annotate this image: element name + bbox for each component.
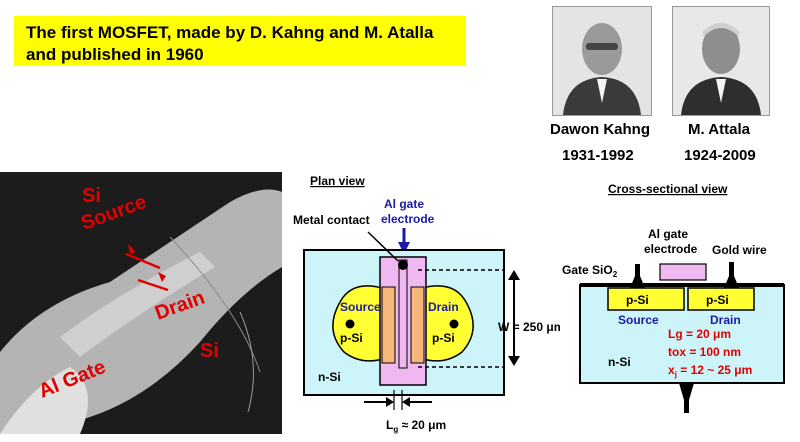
cross-drain-label: Drain: [710, 313, 741, 327]
years-kahng: 1931-1992: [562, 147, 634, 164]
metal-contact-dot: [398, 260, 408, 270]
plan-width-label: W = 250 μm: [498, 320, 560, 334]
plan-source-label: Source: [340, 300, 381, 314]
plan-source-strip: [381, 286, 396, 364]
mosfet-photo-image: Si Source Drain Si Al Gate: [0, 172, 282, 434]
plan-view-heading: Plan view: [310, 174, 365, 188]
lg-arrow-right-icon: [386, 397, 394, 407]
cross-p-si-left: p-Si: [626, 293, 649, 307]
gate-sio2-label: Gate SiO2: [562, 263, 618, 279]
gate-arrow-icon: [398, 242, 410, 254]
gold-wire-label: Gold wire: [712, 243, 767, 257]
cross-gate-label-1: Al gate: [648, 227, 688, 241]
name-atalla: M. Attala: [688, 121, 750, 138]
plan-drain-strip: [410, 286, 425, 364]
plan-view-diagram: Plan view Metal contact Al gate electrod…: [293, 174, 560, 434]
plan-n-si-label: n-Si: [318, 370, 341, 384]
cross-tox-value: tox = 100 nm: [668, 345, 741, 359]
drain-edge-line: [137, 278, 169, 292]
cross-source-label: Source: [618, 313, 659, 327]
name-kahng: Dawon Kahng: [550, 121, 650, 138]
source-edge-line: [125, 252, 161, 270]
portrait-kahng: [552, 6, 652, 116]
cross-drain-region: [687, 287, 755, 311]
plan-lg-label: Lg ≈ 20 μm: [386, 418, 446, 434]
plan-metal-contact-label: Metal contact: [293, 213, 370, 227]
portrait-atalla-image: [673, 7, 769, 115]
portrait-kahng-image: [553, 7, 651, 115]
plan-gate-label-1: Al gate: [384, 197, 424, 211]
cross-view-heading: Cross-sectional view: [608, 182, 728, 196]
cross-section-diagram: Cross-sectional view Al gate electrode G…: [562, 182, 785, 413]
drain-wire-icon: [724, 276, 739, 288]
portrait-atalla: [672, 6, 770, 116]
back-contact-icon: [679, 383, 694, 400]
mosfet-photo: Si Source Drain Si Al Gate: [0, 172, 282, 434]
width-arrow-up-icon: [508, 270, 520, 280]
source-arrow-icon: [128, 244, 136, 254]
cross-source-region: [607, 287, 685, 311]
cross-gate-label-2: electrode: [644, 242, 698, 256]
cross-n-si-label: n-Si: [608, 355, 631, 369]
plan-p-si-right: p-Si: [432, 331, 455, 345]
years-atalla: 1924-2009: [684, 147, 756, 164]
cross-xj-value: xj = 12 ~ 25 μm: [668, 363, 752, 379]
plan-drain-region: [419, 285, 474, 362]
lg-arrow-left-icon: [402, 397, 410, 407]
plan-p-si-left: p-Si: [340, 331, 363, 345]
cross-p-si-right: p-Si: [706, 293, 729, 307]
cross-lg-value: Lg = 20 μm: [668, 327, 731, 341]
width-arrow-down-icon: [508, 356, 520, 366]
title-banner: The first MOSFET, made by D. Kahng and M…: [14, 16, 466, 66]
plan-source-region: [332, 285, 387, 362]
plan-drain-label: Drain: [428, 300, 459, 314]
photo-label-si-top: Si: [82, 185, 101, 207]
drain-arrow-icon: [158, 272, 166, 282]
plan-gate-label-2: electrode: [381, 212, 435, 226]
cross-gate-electrode: [659, 263, 707, 281]
photo-label-si-bottom: Si: [200, 340, 219, 362]
title-text: The first MOSFET, made by D. Kahng and M…: [26, 23, 434, 64]
source-wire-icon: [630, 276, 645, 288]
